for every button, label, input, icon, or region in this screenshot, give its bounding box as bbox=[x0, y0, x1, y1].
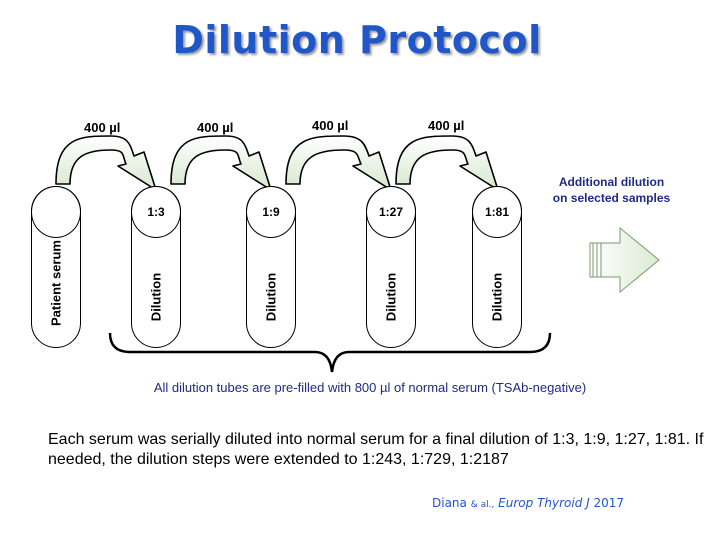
transfer-volume-label: 400 µl bbox=[428, 118, 465, 133]
tube-patient-serum: Patient serum bbox=[31, 186, 81, 348]
tube-dilution-2: 1:9 Dilution bbox=[246, 186, 296, 348]
transfer-volume-label: 400 µl bbox=[312, 118, 349, 133]
transfer-arrow-icon bbox=[395, 135, 499, 191]
tube-cap: 1:9 bbox=[246, 186, 296, 238]
citation: Diana & al., Europ Thyroid J 2017 bbox=[432, 496, 624, 510]
additional-note-line: on selected samples bbox=[552, 191, 671, 205]
tube-cap: 1:27 bbox=[366, 186, 416, 238]
tube-label: Dilution bbox=[383, 272, 399, 322]
tube-label: Patient serum bbox=[48, 240, 64, 326]
transfer-arrow-icon bbox=[55, 135, 157, 191]
citation-etal: & al., bbox=[470, 500, 495, 510]
tube-dilution-1: 1:3 Dilution bbox=[131, 186, 181, 348]
tube-cap: 1:81 bbox=[472, 186, 522, 238]
transfer-volume-label: 400 µl bbox=[84, 120, 121, 135]
citation-year: 2017 bbox=[593, 496, 625, 510]
tube-label: Dilution bbox=[263, 272, 279, 322]
tube-dilution-4: 1:81 Dilution bbox=[472, 186, 522, 348]
prefill-note: All dilution tubes are pre-filled with 8… bbox=[153, 380, 587, 395]
tube-label: Dilution bbox=[148, 272, 164, 322]
transfer-volume-label: 400 µl bbox=[197, 120, 234, 135]
transfer-arrow-icon bbox=[170, 135, 272, 191]
citation-journal: Europ Thyroid J bbox=[498, 496, 590, 510]
tube-cap: 1:3 bbox=[131, 186, 181, 238]
tube-label: Dilution bbox=[489, 272, 505, 322]
page-title: Dilution Protocol bbox=[172, 18, 542, 62]
tube-cap bbox=[31, 186, 81, 238]
citation-authors: Diana bbox=[432, 496, 467, 510]
tube-dilution-3: 1:27 Dilution bbox=[366, 186, 416, 348]
brace bbox=[108, 332, 552, 373]
next-arrow-icon bbox=[589, 226, 660, 294]
additional-note-line: Additional dilution bbox=[558, 175, 665, 189]
transfer-arrow-icon bbox=[285, 135, 392, 191]
summary-text: Each serum was serially diluted into nor… bbox=[48, 431, 704, 468]
additional-dilution-note: Additional dilution on selected samples bbox=[534, 174, 689, 206]
